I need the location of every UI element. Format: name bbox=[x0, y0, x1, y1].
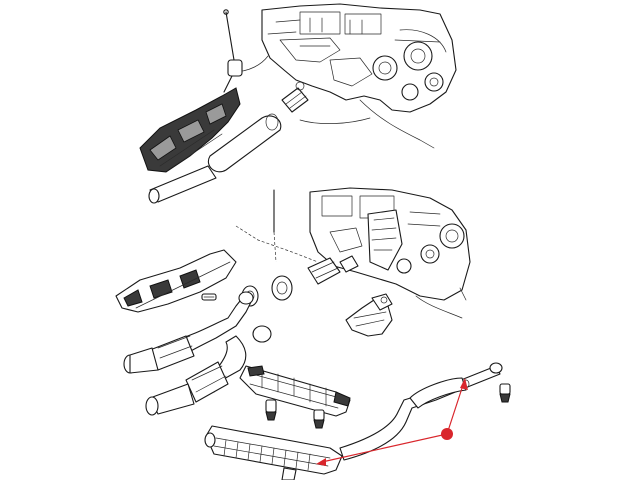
upper-tailpipe bbox=[148, 165, 217, 204]
rear-downpipe bbox=[145, 325, 272, 416]
upper-heat-shield bbox=[139, 87, 241, 173]
lower-fastener-a bbox=[201, 293, 217, 301]
upper-rod-tip bbox=[223, 9, 229, 15]
lower-assembly-view bbox=[115, 187, 511, 480]
isolator-right bbox=[499, 383, 511, 403]
upper-resonator bbox=[208, 113, 282, 173]
callout-arrow-left bbox=[316, 458, 326, 466]
front-downpipe bbox=[123, 291, 254, 374]
callout-dot bbox=[441, 428, 453, 440]
lower-flange-clamp bbox=[271, 275, 293, 301]
upper-flex-coupler bbox=[281, 81, 309, 113]
lower-upper-heat-shield bbox=[115, 249, 237, 313]
upper-hanger-bracket bbox=[223, 59, 243, 93]
isolator-left bbox=[265, 399, 277, 421]
callout-leader bbox=[316, 378, 468, 466]
lower-engine-block bbox=[309, 187, 471, 319]
upper-hanger-rod bbox=[225, 11, 235, 61]
lower-flex-joint bbox=[307, 255, 359, 285]
isolator-middle bbox=[313, 409, 325, 429]
rear-muffler bbox=[204, 425, 343, 480]
front-catalytic-converter bbox=[345, 293, 393, 337]
callout-arrow-right bbox=[460, 378, 468, 390]
intermediate-pipe bbox=[339, 362, 503, 461]
upper-engine-block bbox=[231, 3, 457, 149]
upper-assembly-view bbox=[139, 3, 457, 204]
lower-heat-shield bbox=[239, 365, 351, 417]
